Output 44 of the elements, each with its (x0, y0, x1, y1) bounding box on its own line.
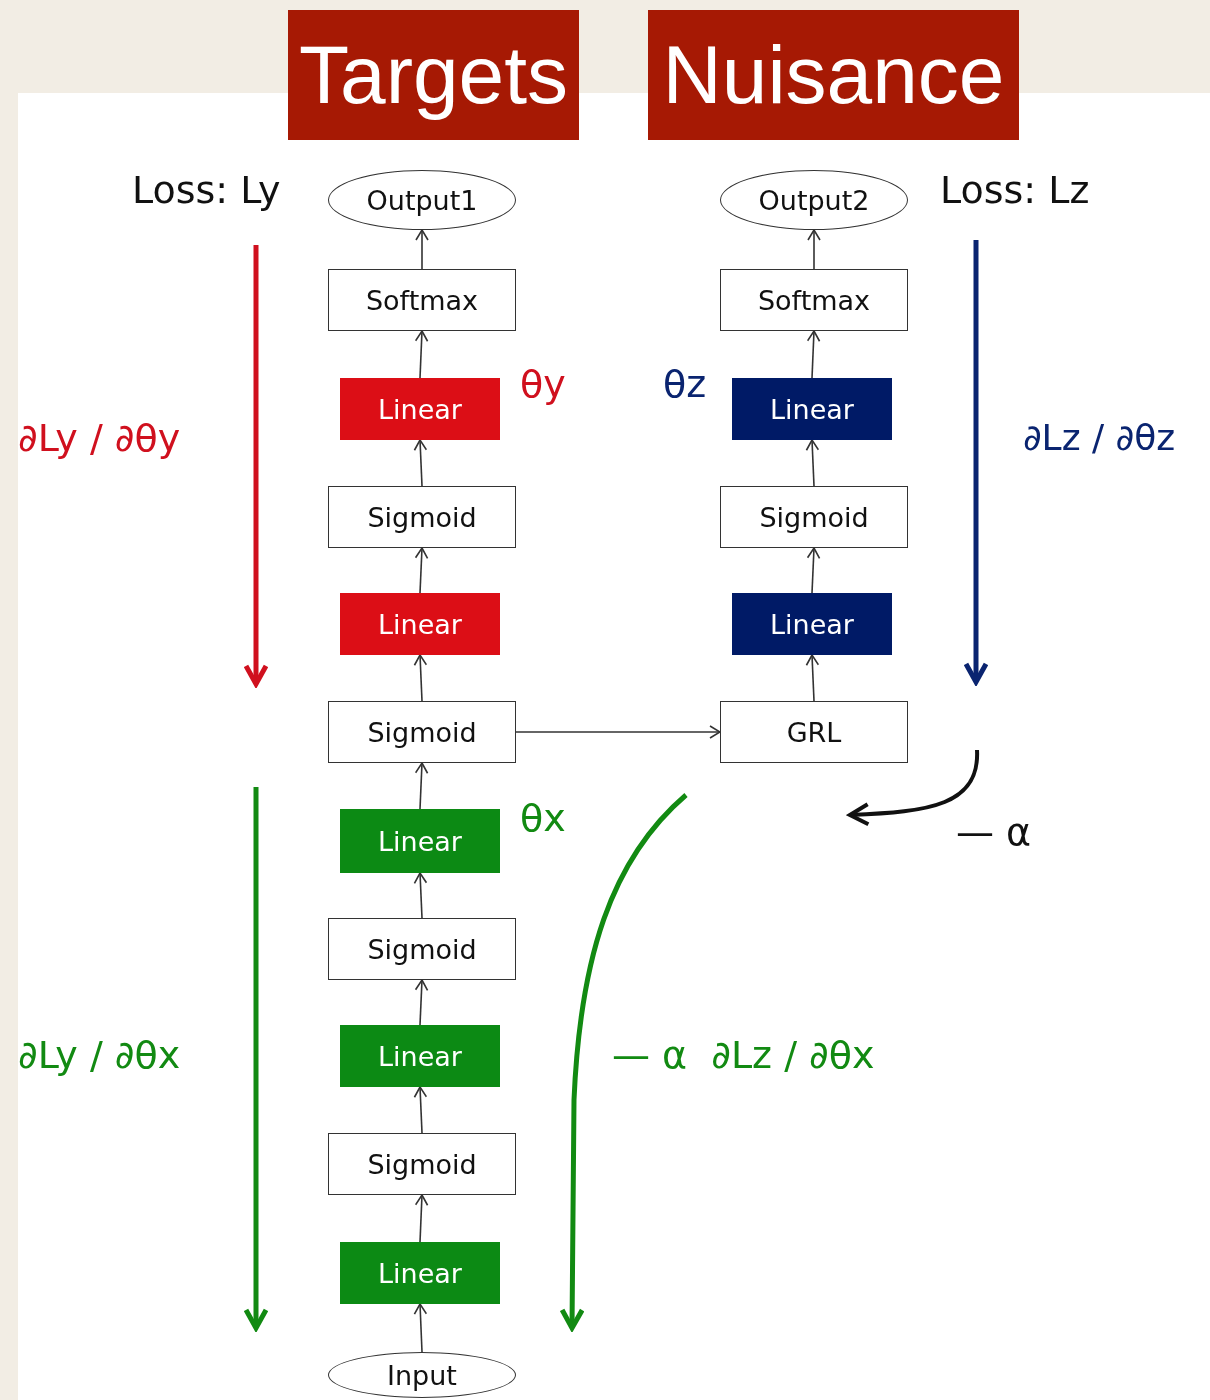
layer-box: Sigmoid (328, 701, 516, 763)
layer-box: Linear (340, 593, 500, 655)
arrow (414, 762, 429, 810)
layer-box: Sigmoid (328, 918, 516, 980)
arrow (515, 725, 721, 739)
gradient-label: ∂Lz / ∂θz (1023, 418, 1176, 458)
arrow (413, 872, 428, 919)
parameter-label: θx (520, 798, 566, 840)
layer-box: GRL (720, 701, 908, 763)
header-band: Nuisance (648, 10, 1019, 140)
arrow (807, 229, 821, 270)
scale-label: — α (956, 812, 1032, 854)
layer-box: Softmax (328, 269, 516, 331)
arrow (806, 330, 821, 379)
layer-box: Linear (732, 378, 892, 440)
arrow (415, 229, 429, 270)
arrow (413, 1303, 428, 1353)
arrow (806, 547, 821, 594)
loss-label: Loss: Lz (940, 170, 1090, 212)
parameter-label: θy (520, 364, 566, 406)
arrow (414, 547, 429, 594)
arrow (805, 654, 820, 702)
layer-box: Sigmoid (328, 486, 516, 548)
gradient-label: — α ∂Lz / ∂θx (612, 1035, 875, 1077)
header-band: Targets (288, 10, 579, 140)
arrow (413, 1086, 428, 1134)
arrow (414, 979, 429, 1026)
layer-box: Softmax (720, 269, 908, 331)
layer-box: Sigmoid (328, 1133, 516, 1195)
arrow (413, 654, 428, 702)
arrow (805, 439, 820, 487)
layer-box: Linear (340, 378, 500, 440)
layer-box: Linear (732, 593, 892, 655)
arrow (414, 330, 429, 379)
arrow (413, 439, 428, 487)
layer-box: Linear (340, 1025, 500, 1087)
loss-label: Loss: Ly (132, 170, 281, 212)
parameter-label: θz (663, 364, 707, 406)
gradient-label: ∂Ly / ∂θx (18, 1035, 181, 1077)
layer-box: Linear (340, 809, 500, 873)
layer-box: Linear (340, 1242, 500, 1304)
gradient-label: ∂Ly / ∂θy (18, 418, 181, 460)
arrow (414, 1194, 429, 1243)
layer-box: Sigmoid (720, 486, 908, 548)
